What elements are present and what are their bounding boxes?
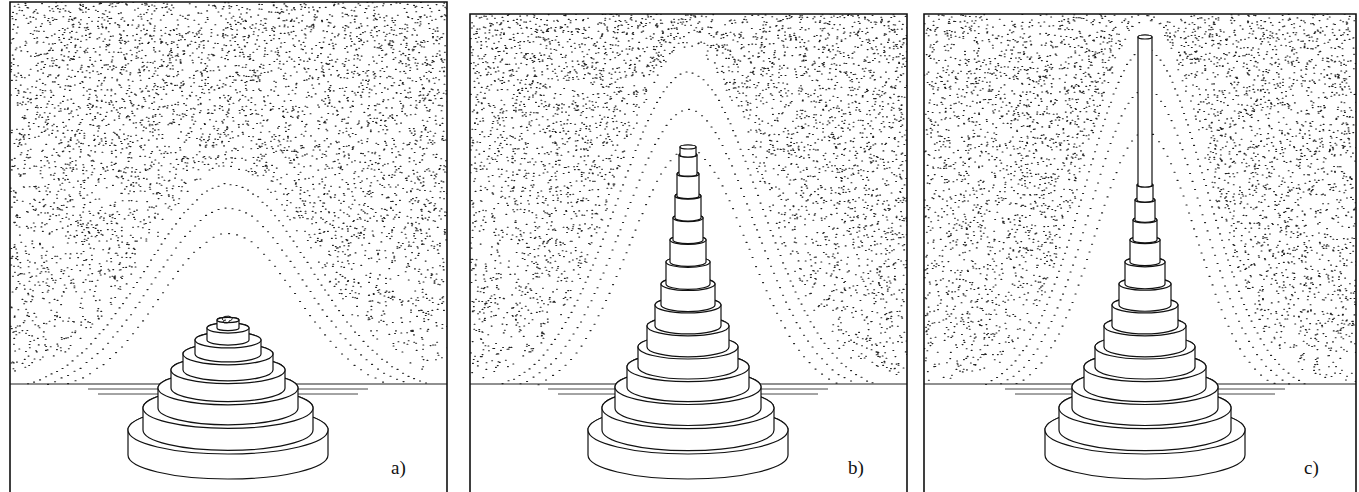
panel-label: c) xyxy=(1302,458,1321,479)
stipple-field xyxy=(10,2,447,384)
growth-spiral-cone xyxy=(1045,35,1245,479)
panel xyxy=(470,14,908,492)
stipple-field xyxy=(470,14,907,385)
panel-label: a) xyxy=(389,458,408,479)
panel-frame xyxy=(470,14,907,492)
stipple-field xyxy=(924,14,1356,384)
panel xyxy=(924,14,1357,492)
growth-spiral-cone xyxy=(588,145,788,479)
panel-label: b) xyxy=(846,458,866,479)
panel xyxy=(10,2,448,492)
growth-spiral-cone xyxy=(128,316,328,479)
panel-frame xyxy=(924,14,1356,492)
panel-frame xyxy=(10,2,447,492)
